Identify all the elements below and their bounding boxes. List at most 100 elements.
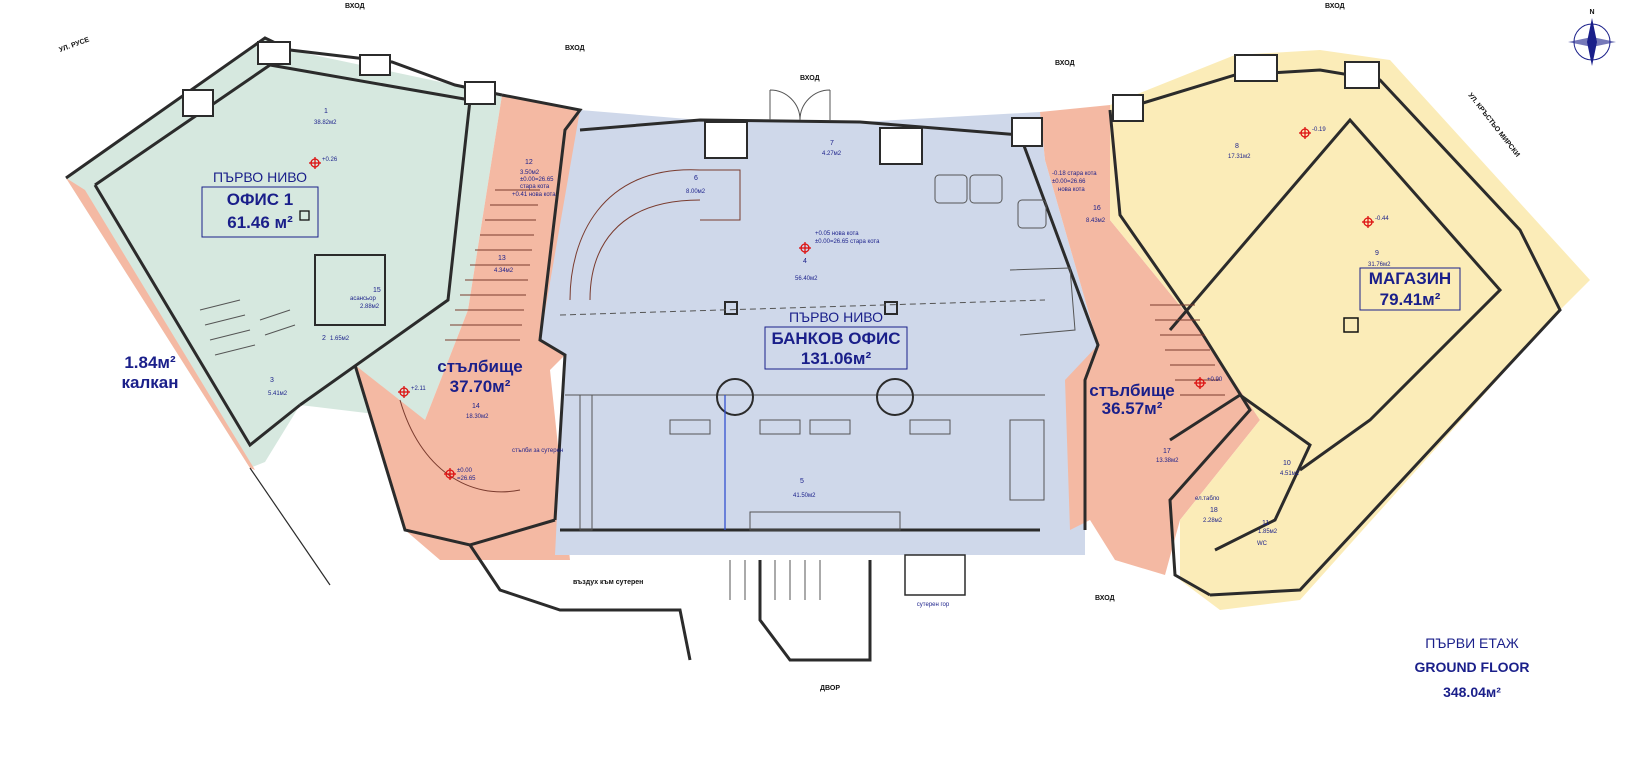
wall-shop-inner — [1168, 117, 1503, 472]
door-main-right — [799, 89, 831, 121]
street-ruse: УЛ. РУСЕ — [58, 36, 90, 53]
column-3 — [359, 54, 391, 76]
armchair-1 — [934, 174, 968, 204]
summary-floor-bg: ПЪРВИ ЕТАЖ — [1425, 635, 1519, 651]
column-5 — [704, 121, 748, 159]
wall-office1 — [65, 36, 503, 180]
level-r12-c: +0.41 нова кота — [512, 192, 556, 198]
panel-tag: ел.табло — [1195, 496, 1220, 502]
column-bank-1 — [724, 301, 738, 315]
level-r12-a: ±0.00=26.65 — [520, 177, 554, 183]
room-12-num: 12 — [525, 159, 533, 166]
level-bank-a: +0.05 нова кота — [815, 231, 859, 237]
room-18-num: 18 — [1210, 507, 1218, 514]
street-mirski: УЛ. КРЪСТЬО МИРСКИ — [1466, 92, 1520, 159]
room-8-area: 17.31м2 — [1228, 154, 1251, 160]
desk-1 — [669, 419, 711, 435]
room-8-num: 8 — [1235, 143, 1239, 150]
room-5-area: 41.50м2 — [793, 493, 816, 499]
armchair-3 — [1017, 199, 1047, 229]
stair-left-run — [445, 189, 540, 341]
desk-2 — [759, 419, 801, 435]
kalkan-area: 1.84м² — [124, 353, 176, 372]
wall-stair-right — [1108, 109, 1252, 597]
level-mark-office1 — [309, 157, 321, 169]
column-2 — [257, 41, 291, 65]
level-shop-a: -0.19 — [1312, 127, 1326, 133]
zone-office1-fill — [66, 38, 502, 468]
counter-right — [1009, 419, 1045, 501]
level-mark-stair-right — [1194, 377, 1206, 389]
room-14-area: 18.30м2 — [466, 414, 489, 420]
office1-name: ОФИС 1 — [227, 190, 293, 209]
zone-stair-right-fill — [1040, 105, 1260, 575]
room-13-area: 4.34м2 — [494, 268, 514, 274]
spiral-stair-landing — [700, 169, 741, 221]
room-11-area: 1.85м2 — [1258, 529, 1278, 535]
desk-4 — [909, 419, 951, 435]
level-r16-b: ±0.00=26.66 — [1052, 179, 1086, 185]
room-13-num: 13 — [498, 255, 506, 262]
column-8 — [1112, 94, 1144, 122]
room-12-area: 3.50м2 — [520, 170, 540, 176]
property-line — [249, 467, 331, 586]
level-mark-stair-left — [398, 386, 410, 398]
entrance-top-left: ВХОД — [345, 3, 365, 10]
room-5-num: 5 — [800, 478, 804, 485]
bank-level: ПЪРВО НИВО — [789, 309, 883, 325]
level-mark-shop2 — [1362, 216, 1374, 228]
zone-bank-fill — [540, 110, 1098, 555]
bank-area: 131.06м² — [801, 349, 872, 368]
room-6-num: 6 — [694, 175, 698, 182]
room-2-num: 2 — [322, 335, 326, 342]
room-1-num: 1 — [324, 108, 328, 115]
stair-right-name: стълбище — [1089, 381, 1175, 400]
shop-label-box — [1359, 267, 1461, 311]
zone-stair-left-fill — [355, 95, 580, 560]
entrance-stair-left: ВХОД — [565, 45, 585, 52]
summary-floor-en: GROUND FLOOR — [1414, 659, 1529, 675]
office1-stair — [199, 299, 296, 356]
column-9 — [1234, 54, 1278, 82]
spiral-stair-outer — [569, 169, 701, 301]
stair-left-name: стълбище — [437, 357, 523, 376]
yard-center — [758, 560, 872, 662]
room-3-num: 3 — [270, 377, 274, 384]
spiral-stair-inner — [589, 199, 701, 301]
elevator-tag: асансьор — [350, 296, 376, 302]
column-bank-2 — [884, 301, 898, 315]
room-11-num: 11 — [1262, 520, 1269, 527]
room-10-num: 10 — [1283, 460, 1291, 467]
column-1 — [182, 89, 214, 117]
door-main-left — [769, 89, 801, 121]
room-6-area: 8.00м2 — [686, 189, 706, 195]
entrance-center: ВХОД — [800, 75, 820, 82]
compass-icon — [1568, 18, 1616, 66]
counter-bottom — [749, 511, 901, 531]
entrance-bottom-right: ВХОД — [1095, 595, 1115, 602]
level-shop-b: -0.44 — [1375, 216, 1389, 222]
level-stair-left-b: ±0.00 — [457, 468, 473, 474]
wall-stair-left — [501, 93, 583, 521]
office1-column-icon — [299, 210, 310, 221]
room-15-area: 2.88м2 — [360, 304, 380, 310]
level-stair-left-a: +2.11 — [411, 386, 426, 392]
room-18-area: 2.28м2 — [1203, 518, 1223, 524]
room-15-num: 15 — [373, 287, 381, 294]
level-mark-stair-left-b — [444, 468, 456, 480]
office1-label-box — [201, 186, 319, 238]
wall-stair-left-outer — [353, 364, 556, 547]
stair-left-curve — [399, 399, 521, 493]
room-17-area: 13.38м2 — [1156, 458, 1179, 464]
counter-left — [579, 394, 593, 531]
level-r16-a: -0.18 стара кота — [1052, 171, 1097, 177]
stair-right-area: 36.57м² — [1102, 399, 1163, 418]
room-7-num: 7 — [830, 140, 834, 147]
shop-name: МАГАЗИН — [1369, 269, 1451, 288]
wall-kalkan — [93, 184, 301, 448]
yard-stairs — [729, 560, 821, 600]
room-4-num: 4 — [803, 258, 807, 265]
room-10-area: 4.51м2 — [1280, 471, 1300, 477]
summary-area: 348.04м² — [1443, 684, 1501, 700]
